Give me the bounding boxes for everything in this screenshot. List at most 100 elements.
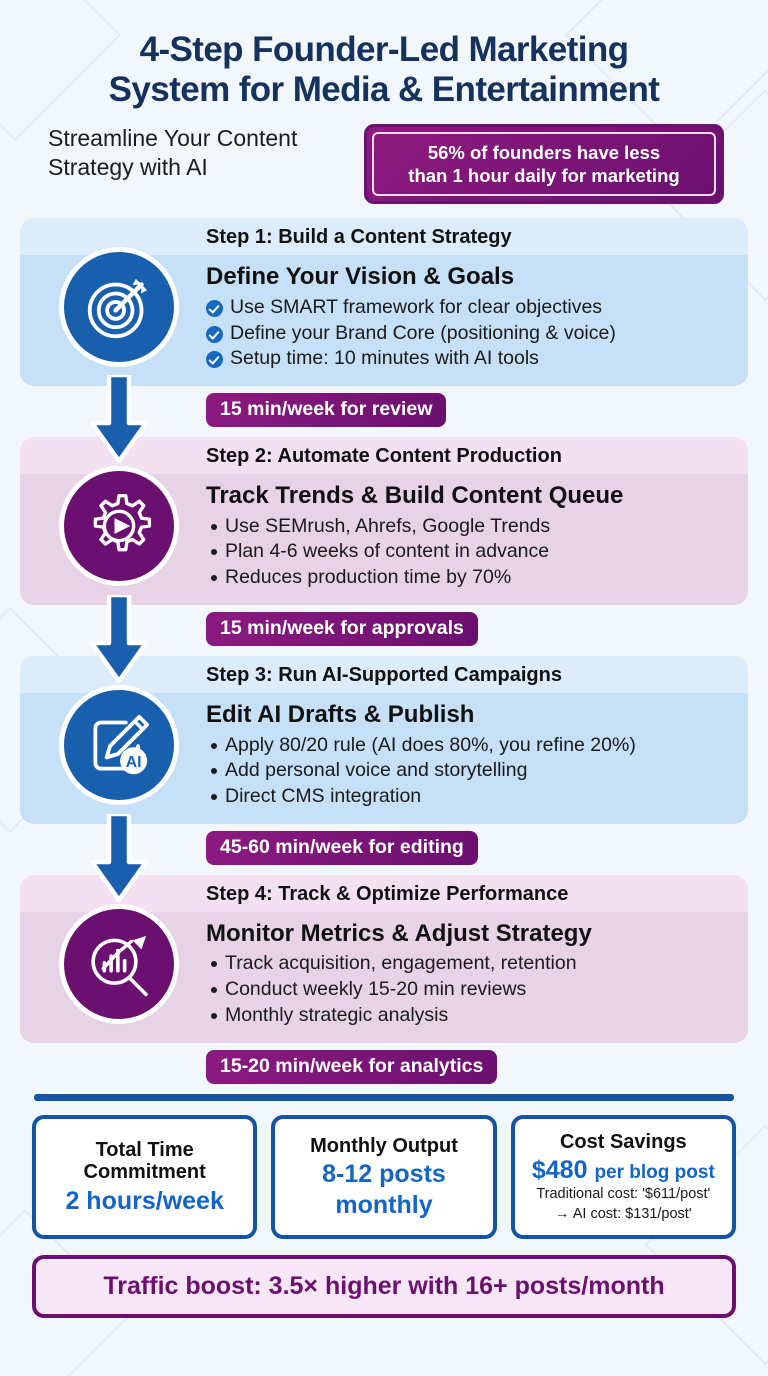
- step-4-header-label: Step 4: Track & Optimize Performance: [206, 882, 569, 905]
- list-item: Conduct weekly 15-20 min reviews: [206, 977, 734, 1003]
- header-stat-badge: 56% of founders have less than 1 hour da…: [364, 124, 724, 205]
- bullet-text: Direct CMS integration: [225, 785, 422, 807]
- step-3-title: Edit AI Drafts & Publish: [206, 700, 475, 728]
- bullet-dot-icon: [211, 549, 217, 556]
- step-1-header-label: Step 1: Build a Content Strategy: [206, 226, 512, 249]
- stat-title-line2: Commitment: [83, 1161, 206, 1184]
- bullet-text: Add personal voice and storytelling: [225, 759, 528, 782]
- bullet-text: Conduct weekly 15-20 min reviews: [225, 978, 527, 1001]
- bullet-dot-icon: [211, 961, 217, 968]
- magnifier-chart-icon: [91, 935, 148, 996]
- step-4-icon-bubble: [64, 908, 174, 1019]
- svg-text:AI: AI: [126, 754, 142, 771]
- pencil-ai-icon: AI: [93, 714, 150, 775]
- bullet-text: Monthly strategic analysis: [225, 1003, 449, 1026]
- page-subtitle-line2: Strategy with AI: [48, 153, 208, 180]
- stat-box-total-time: Total Time Commitment 2 hours/week: [32, 1114, 258, 1240]
- step-4-content: Monitor Metrics & Adjust Strategy Track …: [20, 920, 748, 1029]
- bullet-dot-icon: [211, 523, 217, 530]
- stat-title-line1: Monthly Output: [310, 1134, 458, 1157]
- bullet-text: Reduces production time by 70%: [225, 566, 512, 589]
- list-item: Define your Brand Core (positioning & vo…: [206, 321, 734, 347]
- step-2-header: Step 2: Automate Content Production: [20, 437, 748, 475]
- step-3: Step 3: Run AI-Supported Campaigns Edit …: [20, 655, 748, 865]
- step-4-title: Monitor Metrics & Adjust Strategy: [206, 919, 592, 947]
- check-icon: [206, 351, 223, 369]
- step-1-header: Step 1: Build a Content Strategy: [20, 218, 748, 256]
- header-subrow: Streamline Your Content Strategy with AI…: [44, 124, 724, 205]
- page-title-line1: 4-Step Founder-Led Marketing: [139, 30, 629, 69]
- bullet-dot-icon: [211, 1012, 217, 1019]
- header: 4-Step Founder-Led Marketing System for …: [20, 0, 748, 205]
- step-3-bullets: Apply 80/20 rule (AI does 80%, you refin…: [206, 733, 734, 810]
- page-title-line2: System for Media & Entertainment: [108, 69, 660, 109]
- stat-value: 2 hours/week: [65, 1186, 224, 1215]
- step-3-time-pill: 45-60 min/week for editing: [206, 830, 478, 865]
- stat-value-main: $480: [531, 1155, 588, 1184]
- step-2-icon-bubble: [64, 471, 174, 582]
- bullet-dot-icon: [211, 575, 217, 582]
- step-3-content: Edit AI Drafts & Publish Apply 80/20 rul…: [20, 701, 748, 810]
- stat-title-line1: Cost Savings: [559, 1130, 687, 1153]
- bullet-dot-icon: [211, 987, 217, 994]
- step-1-icon-bubble: [64, 252, 174, 363]
- step-2-bullets: Use SEMrush, Ahrefs, Google Trends Plan …: [206, 514, 734, 591]
- list-item: Monthly strategic analysis: [206, 1003, 734, 1029]
- connector-arrow-1: [80, 375, 158, 467]
- step-1: Step 1: Build a Content Strategy Define …: [20, 218, 748, 428]
- gear-play-icon: [93, 494, 152, 552]
- step-3-icon-bubble: AI: [64, 689, 174, 800]
- connector-arrow-3: [80, 814, 158, 906]
- list-item: Add personal voice and storytelling: [206, 758, 734, 784]
- step-4: Step 4: Track & Optimize Performance Mon…: [20, 874, 748, 1084]
- footer-banner-text: Traffic boost: 3.5× higher with 16+ post…: [103, 1272, 665, 1301]
- stat-value-suffix: per blog post: [594, 1161, 715, 1183]
- step-2-content: Track Trends & Build Content Queue Use S…: [20, 482, 748, 591]
- stat-value-line1: 8-12 posts: [322, 1160, 446, 1189]
- list-item: Plan 4-6 weeks of content in advance: [206, 539, 734, 565]
- down-arrow-icon: [89, 595, 149, 684]
- page-subtitle-line1: Streamline Your Content: [48, 125, 298, 152]
- stat-box-monthly-output: Monthly Output 8-12 posts monthly: [271, 1114, 497, 1240]
- bullet-dot-icon: [211, 794, 217, 800]
- step-2: Step 2: Automate Content Production Trac…: [20, 437, 748, 646]
- step-1-content: Define Your Vision & Goals Use SMART fra…: [20, 263, 748, 372]
- bullet-dot-icon: [211, 742, 217, 749]
- page-subtitle: Streamline Your Content Strategy with AI: [44, 124, 297, 181]
- down-arrow-icon: [89, 814, 149, 903]
- bullet-text: Use SMART framework for clear objectives: [230, 295, 603, 318]
- bullet-dot-icon: [211, 768, 217, 775]
- down-arrow-icon: [89, 375, 149, 464]
- stat-box-cost-savings: Cost Savings $480 per blog post Traditio…: [510, 1114, 736, 1240]
- step-2-title: Track Trends & Build Content Queue: [206, 482, 624, 510]
- list-item: Use SMART framework for clear objectives: [206, 295, 734, 321]
- stat-title-line1: Total Time: [95, 1139, 194, 1162]
- connector-arrow-2: [80, 595, 158, 687]
- list-item: Direct CMS integration: [206, 784, 734, 810]
- stat-value-line2: monthly: [335, 1191, 433, 1220]
- page-title: 4-Step Founder-Led Marketing System for …: [44, 30, 724, 109]
- check-icon: [206, 299, 223, 317]
- stat-note-line2: → AI cost: $131/post': [555, 1205, 692, 1222]
- bullet-text: Apply 80/20 rule (AI does 80%, you refin…: [225, 733, 636, 756]
- step-2-time-pill: 15 min/week for approvals: [206, 611, 478, 646]
- bullet-text: Setup time: 10 minutes with AI tools: [230, 347, 539, 370]
- list-item: Track acquisition, engagement, retention: [206, 951, 734, 977]
- step-1-title: Define Your Vision & Goals: [206, 263, 515, 291]
- step-4-bullets: Track acquisition, engagement, retention…: [206, 951, 734, 1028]
- stats-row: Total Time Commitment 2 hours/week Month…: [20, 1114, 748, 1240]
- step-4-header: Step 4: Track & Optimize Performance: [20, 874, 748, 912]
- footer-banner: Traffic boost: 3.5× higher with 16+ post…: [32, 1255, 736, 1319]
- step-1-body: Define Your Vision & Goals Use SMART fra…: [20, 255, 748, 387]
- step-1-bullets: Use SMART framework for clear objectives…: [206, 295, 734, 372]
- header-stat-badge-inner: 56% of founders have less than 1 hour da…: [372, 132, 716, 197]
- header-stat-badge-line1: 56% of founders have less: [427, 142, 661, 164]
- header-stat-badge-line2: than 1 hour daily for marketing: [408, 165, 680, 187]
- bullet-text: Track acquisition, engagement, retention: [225, 952, 577, 975]
- list-item: Use SEMrush, Ahrefs, Google Trends: [206, 514, 734, 540]
- section-divider: [34, 1093, 734, 1101]
- step-3-header-label: Step 3: Run AI-Supported Campaigns: [206, 663, 562, 686]
- check-icon: [206, 325, 223, 343]
- target-arrow-icon: [87, 279, 148, 339]
